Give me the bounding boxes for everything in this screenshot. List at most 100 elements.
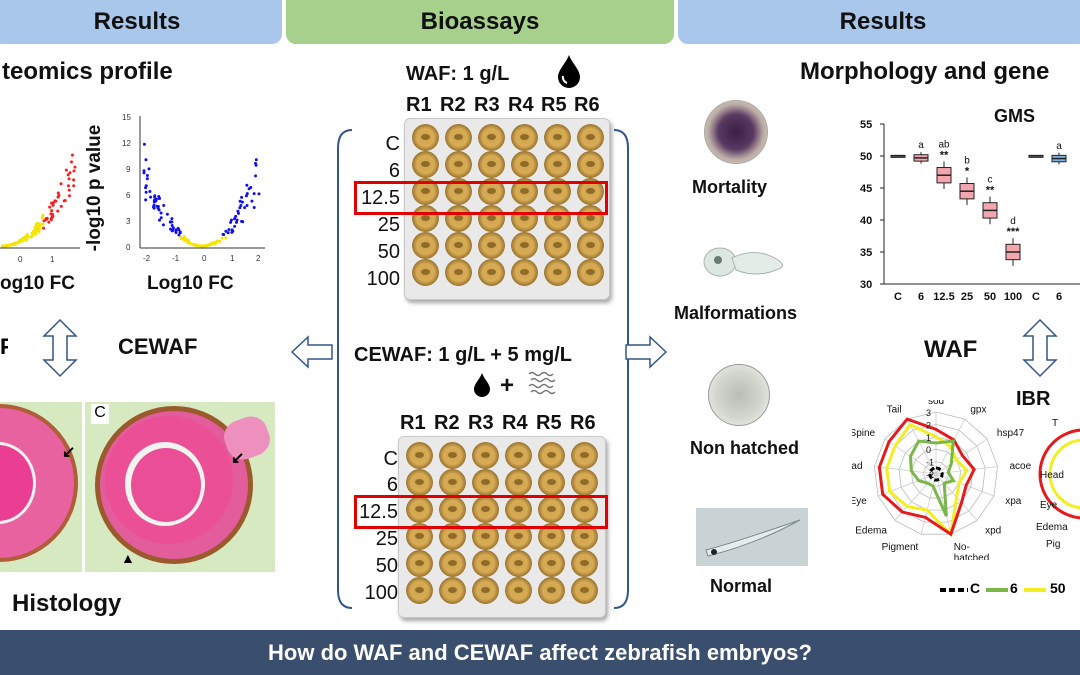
plate-col-label: R5 [536, 412, 562, 434]
volcano-xtick: 0 [202, 254, 207, 263]
volcano-point [230, 228, 234, 232]
plate-col-label: R2 [440, 94, 466, 116]
volcano-point [240, 200, 244, 204]
volcano-point [226, 231, 230, 235]
plate-well [505, 469, 532, 496]
volcano-point [51, 214, 55, 218]
plate-well [511, 205, 538, 232]
volcano-xtick: 2 [256, 254, 261, 263]
radar-axis-label: Edema [855, 525, 887, 536]
gms-ytick-label: 50 [860, 151, 872, 163]
volcano-point [62, 199, 66, 203]
plate-well [544, 259, 571, 286]
volcano-point [224, 229, 228, 233]
volcano-point [49, 212, 53, 216]
gms-stars: *** [1007, 226, 1021, 238]
volcano-point [218, 239, 222, 243]
outcome-non-hatched: Non hatched [690, 438, 800, 458]
plate-well [505, 442, 532, 469]
volcano-ytick: 3 [126, 217, 131, 226]
volcano-point [245, 204, 249, 208]
plate-col-label: R6 [574, 94, 600, 116]
plate-well [478, 124, 505, 151]
plate-col-label: R4 [502, 412, 528, 434]
volcano-xlabel-left: og10 FC [0, 273, 75, 294]
volcano-ylabel: -log10 p value [84, 125, 105, 252]
radar-gridline [898, 436, 974, 511]
radar-axis-label: No-hatched [954, 542, 990, 560]
volcano-point [68, 171, 72, 175]
gms-letter: c [988, 175, 993, 186]
footer-text: How do WAF and CEWAF affect zebrafish em… [268, 639, 812, 665]
legend-label: C [970, 580, 981, 596]
plate-well [577, 259, 604, 286]
volcano-point [250, 199, 254, 203]
volcano-point [50, 201, 54, 205]
volcano-point [64, 168, 68, 172]
volcano-point [145, 177, 149, 181]
radar-rtick: 1 [926, 433, 931, 443]
volcano-ytick: 0 [126, 243, 131, 252]
volcano-point [247, 187, 251, 191]
plate-well [544, 232, 571, 259]
plate-row-label: 100 [364, 582, 398, 604]
volcano-point [47, 220, 51, 224]
plate-well [472, 550, 499, 577]
plate-well [511, 232, 538, 259]
plate-well [439, 442, 466, 469]
plate-col-label: R4 [508, 94, 534, 116]
volcano-right: 15 12 9 6 3 0 -2 -1 0 1 2 [122, 113, 265, 263]
volcano-point [67, 177, 71, 181]
volcano-point [26, 235, 30, 239]
plate-well [511, 124, 538, 151]
volcano-point [158, 218, 162, 222]
volcano-point [149, 195, 153, 199]
plate-well [478, 205, 505, 232]
radar-axis-label: Pigment [882, 542, 919, 553]
cewaf-label-left: CEWAF [118, 334, 198, 359]
radar-partial-series [1048, 438, 1080, 510]
radar-spoke [935, 473, 952, 535]
volcano-point [144, 186, 148, 190]
volcano-point [220, 236, 224, 240]
volcano-point [144, 190, 148, 194]
gms-letter: ab [938, 139, 950, 150]
volcano-point [254, 163, 258, 167]
radar-rtick: 0 [926, 445, 931, 455]
legend-label: 6 [1010, 580, 1018, 596]
plate-well [538, 550, 565, 577]
volcano-point [142, 142, 146, 146]
volcano-point [148, 190, 152, 194]
volcano-point [252, 205, 256, 209]
volcano-point [254, 174, 258, 178]
volcano-point [144, 198, 148, 202]
plate-col-label: R3 [474, 94, 500, 116]
volcano-point [184, 239, 188, 243]
gms-letter: d [1010, 216, 1016, 227]
plate-well [577, 124, 604, 151]
proteomics-title: teomics profile [2, 58, 173, 85]
plate-well [412, 205, 439, 232]
volcano-point [73, 165, 77, 169]
radar-axis-label: Head [852, 461, 863, 472]
normal-larva-image [696, 508, 808, 566]
volcano-point [45, 217, 49, 221]
plate-well [412, 232, 439, 259]
volcano-point [33, 232, 37, 236]
volcano-point [210, 241, 214, 245]
ibr-title: IBR [1016, 388, 1051, 410]
plate-col-label: R5 [541, 94, 567, 116]
plate-col-label: R2 [434, 412, 460, 434]
volcano-point [215, 239, 219, 243]
volcano-point [66, 184, 70, 188]
volcano-point [72, 169, 76, 173]
plate-well [406, 496, 433, 523]
radar-spoke [874, 466, 937, 475]
volcano-point [170, 229, 174, 233]
volcano-point [154, 198, 158, 202]
footer-question: How do WAF and CEWAF affect zebrafish em… [0, 630, 1080, 675]
header-results-right: Results [678, 0, 1080, 44]
volcano-point [182, 236, 186, 240]
volcano-point [229, 220, 233, 224]
plate-well [544, 151, 571, 178]
